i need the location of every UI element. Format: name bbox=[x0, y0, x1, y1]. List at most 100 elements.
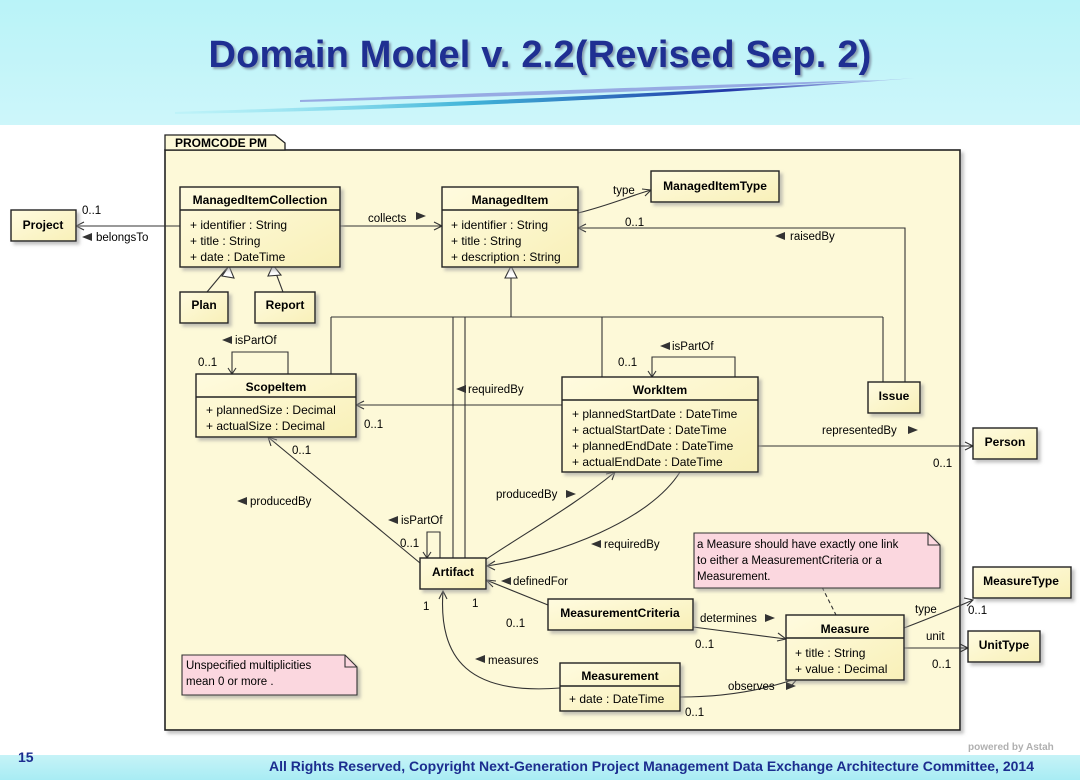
note-measure-line: a Measure should have exactly one link bbox=[697, 539, 899, 551]
class-managed-item[interactable]: ManagedItem + identifier : String + titl… bbox=[441, 186, 579, 268]
label-produced-by-mid: producedBy bbox=[496, 489, 558, 501]
class-person[interactable]: Person bbox=[972, 427, 1038, 460]
class-issue-name: Issue bbox=[879, 389, 910, 403]
class-scope-attr: + actualSize : Decimal bbox=[206, 419, 325, 433]
class-work-name: WorkItem bbox=[633, 383, 687, 397]
class-mic-attr: + identifier : String bbox=[190, 218, 287, 232]
class-scope-item[interactable]: ScopeItem + plannedSize : Decimal + actu… bbox=[195, 373, 357, 438]
note-measure-line: Measurement. bbox=[697, 571, 771, 583]
label-raised-by: raisedBy bbox=[790, 231, 835, 243]
label-observes: observes bbox=[728, 681, 775, 693]
class-unit-type[interactable]: UnitType bbox=[967, 630, 1041, 663]
class-mit-name: ManagedItemType bbox=[663, 179, 767, 193]
class-mi-attr: + title : String bbox=[451, 234, 521, 248]
class-measure-type[interactable]: MeasureType bbox=[972, 566, 1072, 599]
class-measurement[interactable]: Measurement + date : DateTime bbox=[559, 662, 681, 712]
class-mi-attr: + identifier : String bbox=[451, 218, 548, 232]
label-scope-is-part-of: isPartOf bbox=[235, 335, 277, 347]
slide-footer: 15 All Rights Reserved, Copyright Next-G… bbox=[0, 749, 1080, 780]
class-measurement-name: Measurement bbox=[581, 669, 658, 683]
label-artifact-one-b: 1 bbox=[472, 598, 478, 610]
label-collects: collects bbox=[368, 213, 407, 225]
class-scope-attr: + plannedSize : Decimal bbox=[206, 403, 336, 417]
connectors bbox=[74, 188, 975, 698]
slide-title: Domain Model v. 2.2(Revised Sep. 2) bbox=[208, 34, 872, 76]
class-work-attr: + plannedStartDate : DateTime bbox=[572, 407, 738, 421]
label-determines-multiplicity: 0..1 bbox=[695, 639, 714, 651]
association-labels: 0..1 belongsTo collects type 0..1 raised… bbox=[82, 185, 987, 719]
label-represented-by: representedBy bbox=[822, 425, 897, 437]
label-required-by-bottom: requiredBy bbox=[604, 539, 660, 551]
class-measurement-attr: + date : DateTime bbox=[569, 692, 665, 706]
label-artifact-multiplicity: 0..1 bbox=[400, 538, 419, 550]
slide-header bbox=[0, 0, 1080, 125]
class-plan[interactable]: Plan bbox=[179, 291, 229, 324]
class-measurement-criteria[interactable]: MeasurementCriteria bbox=[547, 598, 694, 631]
label-work-multiplicity: 0..1 bbox=[618, 357, 637, 369]
generalization-arrows bbox=[221, 263, 518, 279]
class-mic-attr: + title : String bbox=[190, 234, 260, 248]
label-belongs-to: belongsTo bbox=[96, 232, 148, 244]
label-determines: determines bbox=[700, 613, 757, 625]
class-mcrit-name: MeasurementCriteria bbox=[560, 606, 680, 620]
label-artifact-one-a: 1 bbox=[423, 601, 429, 613]
class-work-item[interactable]: WorkItem + plannedStartDate : DateTime +… bbox=[561, 376, 759, 473]
class-work-attr: + plannedEndDate : DateTime bbox=[572, 439, 734, 453]
class-mic-name: ManagedItemCollection bbox=[193, 193, 328, 207]
label-mit-multiplicity: 0..1 bbox=[625, 217, 644, 229]
label-measure-type: type bbox=[915, 604, 937, 616]
class-issue[interactable]: Issue bbox=[867, 381, 921, 414]
class-mtype-name: MeasureType bbox=[983, 574, 1059, 588]
class-measure-name: Measure bbox=[821, 622, 870, 636]
class-scope-name: ScopeItem bbox=[246, 380, 307, 394]
class-plan-name: Plan bbox=[191, 298, 216, 312]
class-work-attr: + actualStartDate : DateTime bbox=[572, 423, 727, 437]
class-project-name: Project bbox=[23, 218, 64, 232]
class-artifact-name: Artifact bbox=[432, 565, 474, 579]
class-measure-attr: + value : Decimal bbox=[795, 662, 887, 676]
label-type: type bbox=[613, 185, 635, 197]
label-produced-by-left: producedBy bbox=[250, 496, 312, 508]
note-multiplicity: Unspecified multiplicities mean 0 or mor… bbox=[181, 654, 358, 696]
class-mi-attr: + description : String bbox=[451, 250, 561, 264]
class-report-name: Report bbox=[266, 298, 305, 312]
package-frame-label: PROMCODE PM bbox=[175, 136, 267, 150]
label-unit: unit bbox=[926, 631, 945, 643]
label-scope-produced-multiplicity: 0..1 bbox=[292, 445, 311, 457]
class-measure-attr: + title : String bbox=[795, 646, 865, 660]
note-measure-line: to either a MeasurementCriteria or a bbox=[697, 555, 882, 567]
class-managed-item-type[interactable]: ManagedItemType bbox=[650, 170, 780, 203]
class-mi-name: ManagedItem bbox=[472, 193, 549, 207]
direction-markers bbox=[82, 212, 918, 690]
class-project[interactable]: Project bbox=[10, 209, 77, 242]
label-scope-multiplicity: 0..1 bbox=[198, 357, 217, 369]
class-artifact[interactable]: Artifact bbox=[419, 557, 487, 590]
note-multiplicity-line: mean 0 or more . bbox=[186, 676, 274, 688]
label-defined-for: definedFor bbox=[513, 576, 568, 588]
class-person-name: Person bbox=[985, 435, 1026, 449]
note-measure-constraint: a Measure should have exactly one link t… bbox=[693, 532, 941, 589]
class-mic-attr: + date : DateTime bbox=[190, 250, 286, 264]
class-report[interactable]: Report bbox=[254, 291, 316, 324]
label-artifact-is-part-of: isPartOf bbox=[401, 515, 443, 527]
label-project-multiplicity: 0..1 bbox=[82, 205, 101, 217]
label-measures: measures bbox=[488, 655, 539, 667]
label-work-is-part-of: isPartOf bbox=[672, 341, 714, 353]
class-work-attr: + actualEndDate : DateTime bbox=[572, 455, 723, 469]
slide-number: 15 bbox=[18, 749, 34, 765]
note-multiplicity-line: Unspecified multiplicities bbox=[186, 660, 312, 672]
label-measure-type-multiplicity: 0..1 bbox=[968, 605, 987, 617]
label-required-by-top: requiredBy bbox=[468, 384, 524, 396]
astah-watermark: powered by Astah bbox=[968, 742, 1054, 753]
label-unit-multiplicity: 0..1 bbox=[932, 659, 951, 671]
label-mcrit-multiplicity: 0..1 bbox=[506, 618, 525, 630]
class-measure[interactable]: Measure + title : String + value : Decim… bbox=[785, 614, 905, 681]
label-scope-required-multiplicity: 0..1 bbox=[364, 419, 383, 431]
class-utype-name: UnitType bbox=[979, 638, 1030, 652]
label-person-multiplicity: 0..1 bbox=[933, 458, 952, 470]
class-managed-item-collection[interactable]: ManagedItemCollection + identifier : Str… bbox=[179, 186, 341, 268]
title-swoosh-decoration bbox=[175, 78, 915, 114]
label-observes-multiplicity: 0..1 bbox=[685, 707, 704, 719]
copyright-text: All Rights Reserved, Copyright Next-Gene… bbox=[268, 758, 1034, 774]
